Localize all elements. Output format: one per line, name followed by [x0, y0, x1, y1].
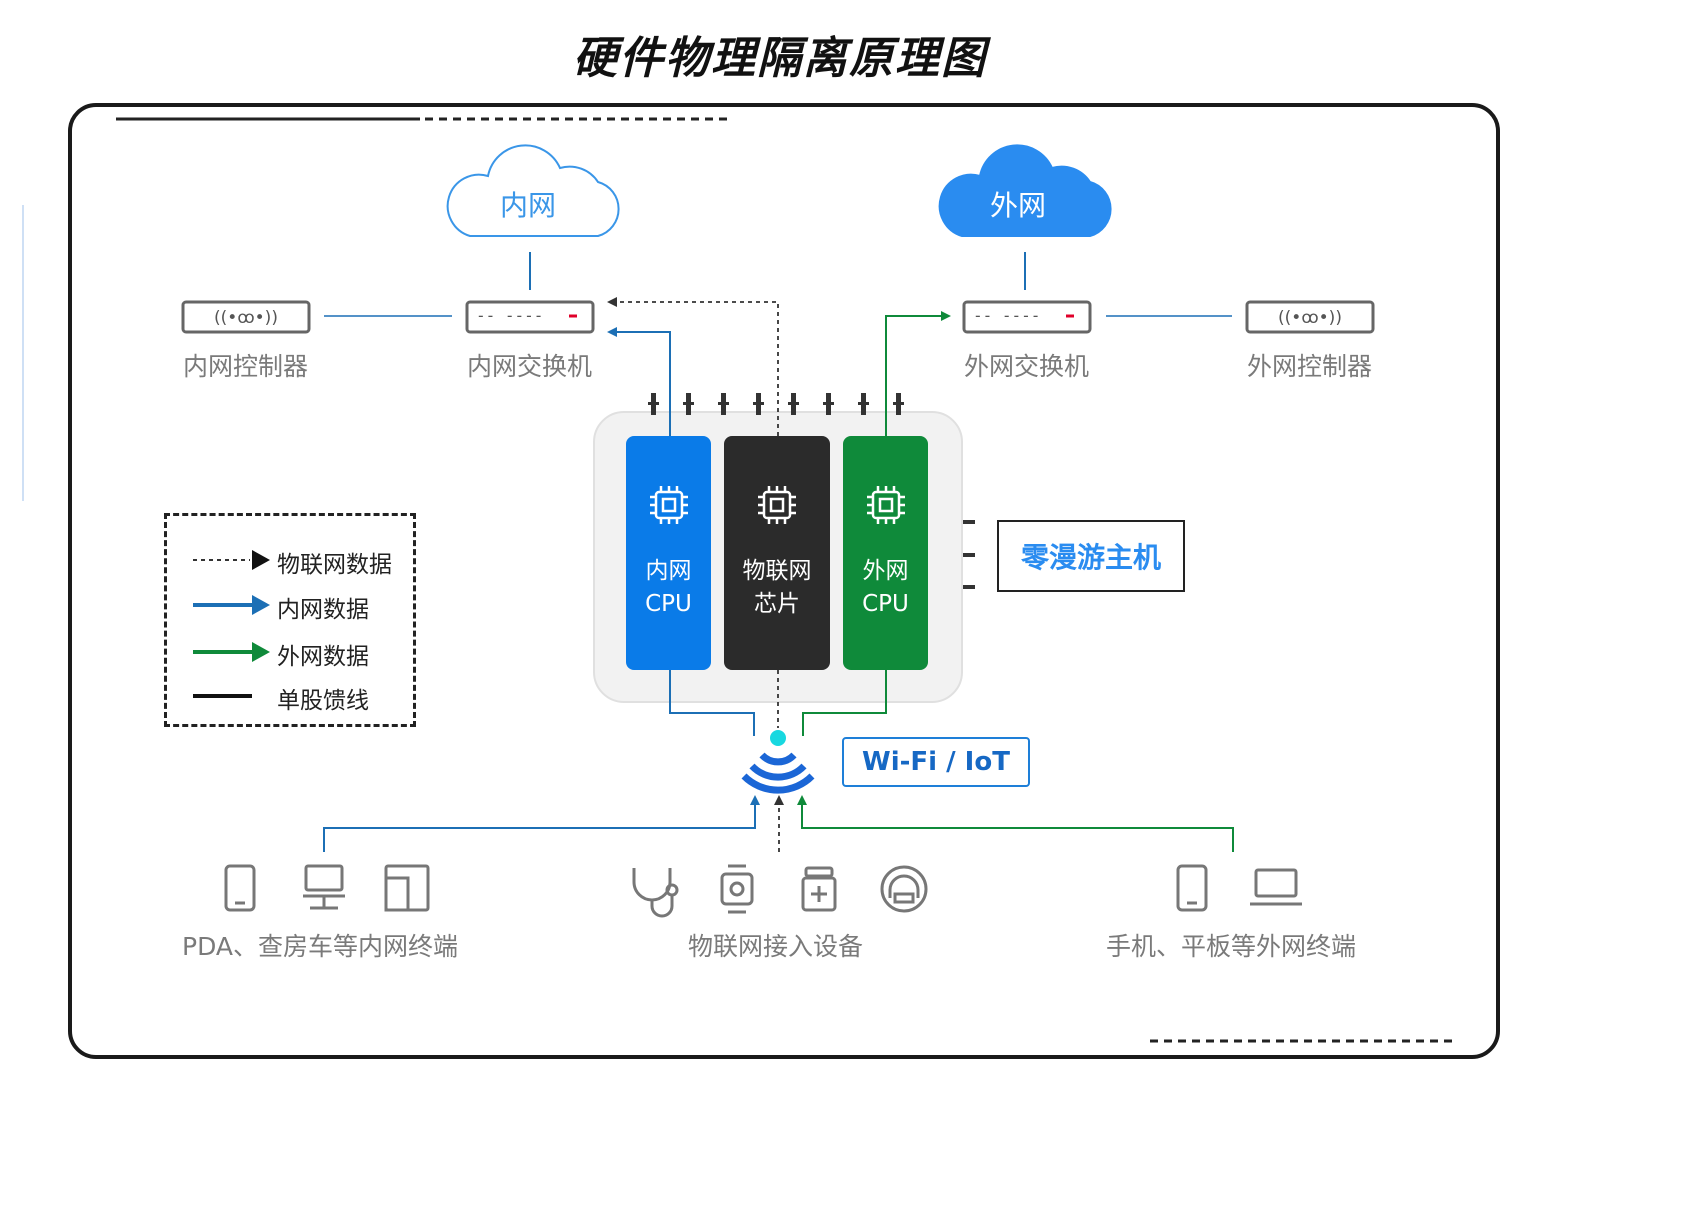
- diagram-frame: [68, 103, 1500, 1059]
- iot-chip-icon: [758, 486, 796, 524]
- legend-box: [164, 513, 416, 727]
- svg-text:-- ----: -- ----: [476, 306, 543, 325]
- svg-text:((•ꝏ•)): ((•ꝏ•)): [1278, 308, 1342, 328]
- wearable-icon: [720, 864, 754, 914]
- extranet-controller-label: 外网控制器: [1247, 352, 1373, 381]
- iot-chip-panel: [724, 436, 830, 670]
- intranet-terminals-label: PDA、查房车等内网终端: [182, 932, 458, 961]
- cart-icon: [303, 864, 345, 910]
- page-title: 硬件物理隔离原理图: [573, 33, 987, 84]
- intranet-cloud: [446, 144, 620, 237]
- extranet-switch-label: 外网交换机: [964, 352, 1090, 381]
- iot-chip-line1: 物联网: [742, 558, 812, 584]
- iot-chip-line2: 芯片: [754, 591, 800, 617]
- extranet-chip-icon: [867, 486, 905, 524]
- medicine-bottle-icon: [801, 866, 837, 912]
- legend-iot-data: 物联网数据: [277, 552, 392, 578]
- tablet-icon: [384, 864, 430, 912]
- extranet-cpu-panel: [843, 436, 928, 670]
- phone-icon: [224, 864, 256, 912]
- legend-extranet-data: 外网数据: [277, 644, 369, 670]
- extranet-controller-device: ((•ꝏ•)): [1245, 300, 1375, 334]
- intranet-chip-icon: [650, 486, 688, 524]
- host-label-box: 零漫游主机: [997, 520, 1185, 592]
- wifi-iot-label: Wi-Fi / IoT: [862, 747, 1010, 777]
- intranet-cpu-line2: CPU: [645, 591, 692, 617]
- intranet-cloud-label: 内网: [500, 189, 557, 222]
- laptop-icon: [1250, 868, 1302, 906]
- host-label: 零漫游主机: [1020, 541, 1161, 574]
- intranet-cpu-line1: 内网: [645, 558, 692, 584]
- intranet-controller-label: 内网控制器: [183, 352, 309, 381]
- mobile-phone-icon: [1176, 864, 1208, 912]
- intranet-switch-label: 内网交换机: [467, 352, 593, 381]
- intranet-cpu-label: 内网 CPU: [626, 555, 711, 621]
- sensor-icon: [880, 865, 928, 913]
- extranet-terminals-label: 手机、平板等外网终端: [1106, 932, 1357, 961]
- wifi-iot-box: Wi-Fi / IoT: [842, 737, 1030, 787]
- extranet-cpu-label: 外网 CPU: [843, 555, 928, 621]
- iot-chip-label: 物联网 芯片: [724, 555, 830, 621]
- intranet-controller-device: ((•ꝏ•)): [181, 300, 311, 334]
- svg-text:-- ----: -- ----: [973, 306, 1040, 325]
- extranet-cloud-label: 外网: [990, 189, 1047, 222]
- wifi-icon: [741, 730, 815, 794]
- side-strip: [0, 205, 24, 501]
- intranet-cpu-panel: [626, 436, 711, 670]
- stethoscope-icon: [632, 868, 679, 918]
- legend-single-feeder: 单股馈线: [277, 688, 369, 714]
- intranet-switch-device: -- ----: [465, 300, 595, 334]
- extranet-cpu-line1: 外网: [862, 558, 909, 584]
- extranet-switch-device: -- ----: [962, 300, 1092, 334]
- extranet-cpu-line2: CPU: [862, 591, 909, 617]
- extranet-cloud: [938, 144, 1112, 237]
- iot-devices-label: 物联网接入设备: [688, 932, 864, 961]
- legend-intranet-data: 内网数据: [277, 597, 369, 623]
- svg-text:((•ꝏ•)): ((•ꝏ•)): [214, 308, 278, 328]
